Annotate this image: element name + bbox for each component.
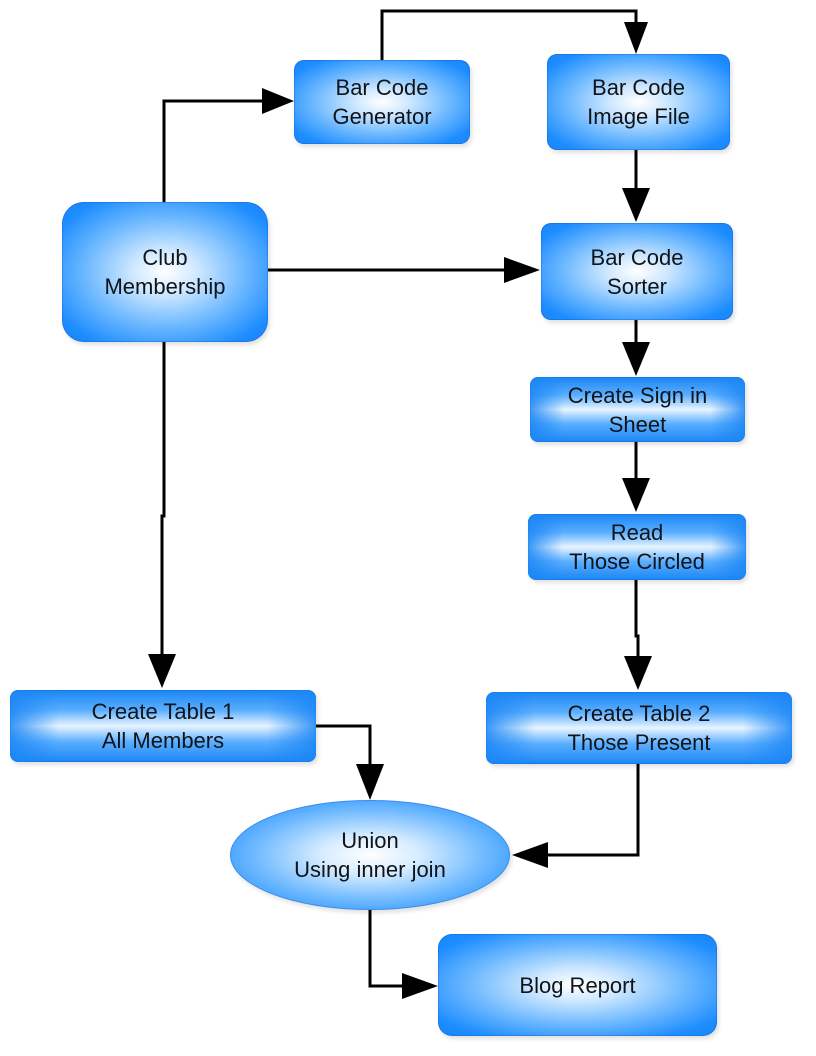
node-label-line1: Union (341, 828, 399, 853)
edge-membership-to-generator (162, 99, 262, 202)
node-union: Union Using inner join (230, 800, 510, 910)
node-barcode-sorter: Bar Code Sorter (541, 223, 733, 320)
edge-read-to-table2 (634, 580, 640, 658)
node-label-line2: Membership (104, 274, 226, 299)
node-label-line2: Those Circled (569, 549, 705, 574)
node-label-line1: Blog Report (519, 972, 636, 998)
edge-table1-to-union (316, 724, 372, 766)
node-label-line2: All Members (101, 728, 225, 753)
edge-membership-to-table1 (160, 342, 166, 656)
node-label-line2: Sorter (607, 273, 667, 299)
node-label-line1: Create Table 2 (567, 701, 711, 726)
node-blog-report: Blog Report (438, 934, 717, 1036)
node-label-line1: Bar Code (335, 75, 429, 100)
node-label-line2: Image File (587, 104, 690, 129)
node-club-membership: Club Membership (62, 202, 268, 342)
node-label-line1: Bar Code (590, 244, 684, 270)
edge-table2-to-union (546, 764, 640, 857)
node-label-line1: Read (610, 520, 664, 545)
node-label-line2: Sheet (608, 411, 667, 437)
node-label-line2: Generator (332, 104, 432, 129)
node-label-line1: Club (142, 245, 188, 270)
node-label-line1: Bar Code (592, 75, 685, 100)
node-label-line1: Create Sign in (567, 382, 708, 408)
node-label-line2: Those Present (567, 730, 711, 755)
node-create-sign-in-sheet: Create Sign in Sheet (530, 377, 745, 442)
node-read-those-circled: Read Those Circled (528, 514, 746, 580)
edge-union-to-blog (368, 910, 404, 988)
edge-generator-to-imagefile (380, 9, 638, 60)
node-create-table-2: Create Table 2 Those Present (486, 692, 792, 764)
node-barcode-generator: Bar Code Generator (294, 60, 470, 144)
node-barcode-image-file: Bar Code Image File (547, 54, 730, 150)
node-label-line2: Using inner join (294, 857, 446, 882)
node-label-line1: Create Table 1 (91, 699, 235, 724)
node-create-table-1: Create Table 1 All Members (10, 690, 316, 762)
